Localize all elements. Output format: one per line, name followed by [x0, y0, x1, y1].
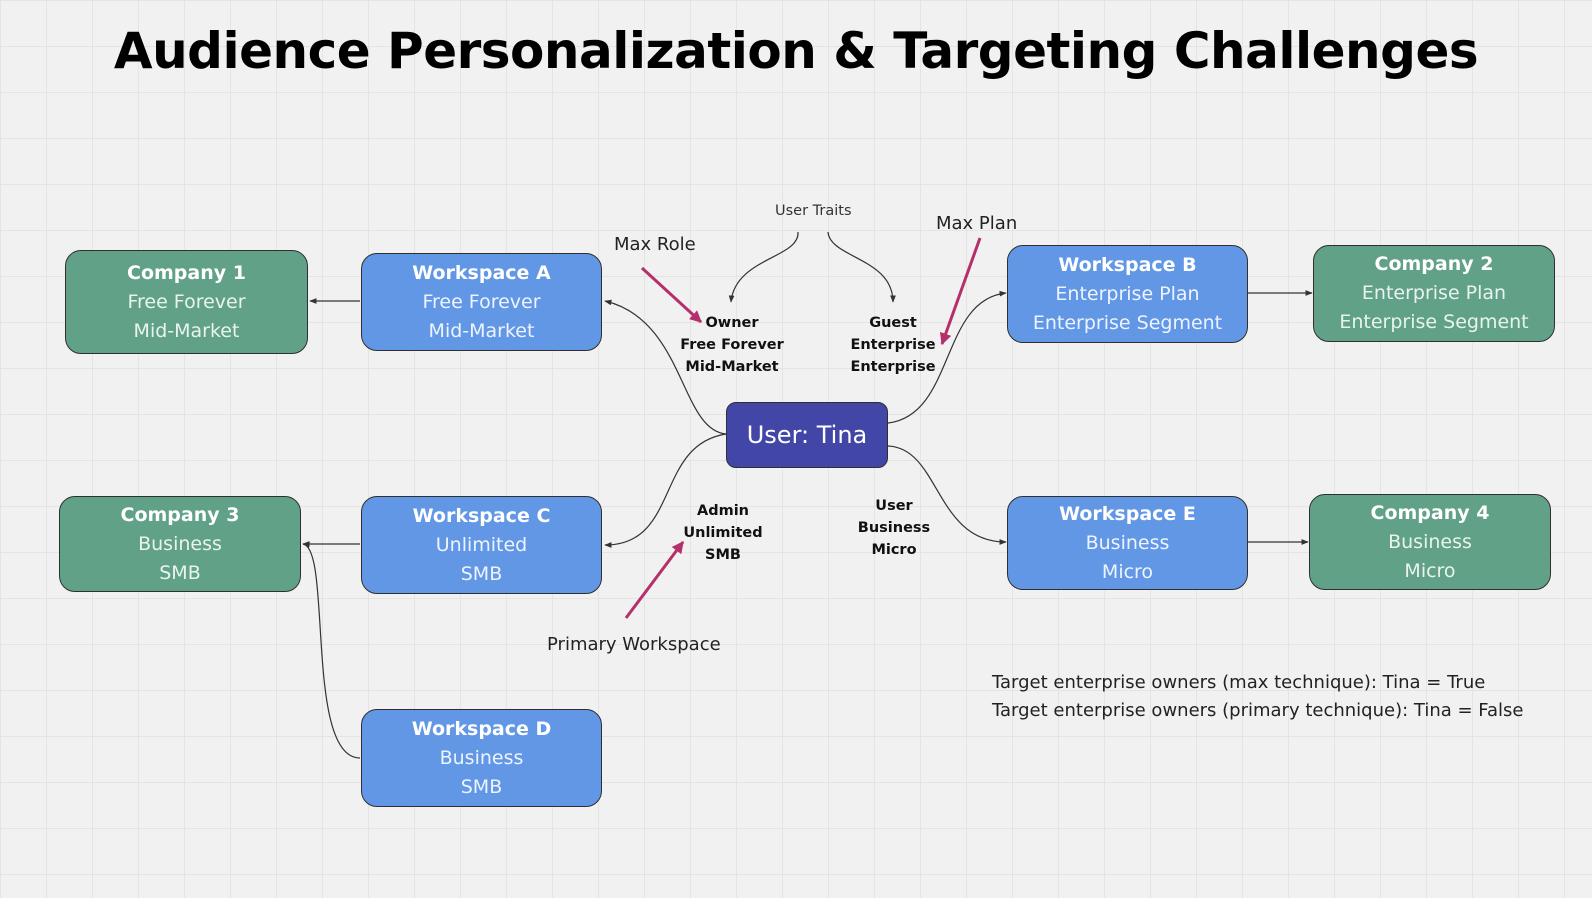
company-3-segment: SMB — [159, 561, 201, 584]
workspace-d-segment: SMB — [460, 775, 503, 798]
page-title: Audience Personalization & Targeting Cha… — [113, 22, 1479, 80]
workspace-a-node: Workspace A Free Forever Mid-Market — [361, 253, 602, 351]
company-4-node: Company 4 Business Micro — [1309, 494, 1551, 590]
connector-workspace-d-company-3 — [302, 542, 361, 759]
max-plan-arrow — [939, 237, 982, 346]
company-2-title: Company 2 — [1374, 253, 1494, 275]
user-node: User: Tina — [726, 402, 888, 468]
max-role-label: Max Role — [614, 234, 696, 255]
traits-arrow-right — [827, 231, 896, 303]
trait-c-role: Admin — [696, 503, 749, 519]
trait-e-role: User — [875, 498, 913, 514]
traits-arrow-left — [728, 231, 799, 303]
workspace-c-segment: SMB — [460, 562, 503, 585]
trait-a-segment: Mid-Market — [685, 359, 779, 375]
max-plan-label: Max Plan — [936, 213, 1018, 234]
trait-b-segment: Enterprise — [850, 359, 936, 375]
connector-user-workspace-c — [604, 433, 727, 548]
workspace-c-node: Workspace C Unlimited SMB — [361, 496, 602, 594]
workspace-d-plan: Business — [439, 746, 524, 769]
workspace-b-plan: Enterprise Plan — [1055, 282, 1200, 305]
company-4-plan: Business — [1388, 530, 1472, 553]
traits-workspace-e: User Business Micro — [844, 495, 944, 561]
workspace-d-title: Workspace D — [411, 717, 552, 740]
workspace-d-node: Workspace D Business SMB — [361, 709, 602, 807]
primary-workspace-label: Primary Workspace — [547, 634, 721, 655]
workspace-e-plan: Business — [1085, 531, 1170, 554]
trait-b-role: Guest — [869, 315, 917, 331]
max-role-arrow — [640, 266, 703, 324]
company-2-segment: Enterprise Segment — [1339, 311, 1529, 333]
company-1-plan: Free Forever — [127, 290, 246, 313]
trait-a-role: Owner — [705, 315, 759, 331]
connector-user-workspace-a — [604, 299, 727, 435]
company-4-segment: Micro — [1404, 559, 1456, 582]
primary-workspace-arrow — [624, 541, 685, 619]
connector-user-workspace-b — [887, 290, 1007, 424]
workspace-b-title: Workspace B — [1058, 253, 1197, 276]
user-traits-header: User Traits — [775, 203, 852, 219]
workspace-a-plan: Free Forever — [422, 290, 541, 313]
workspace-b-node: Workspace B Enterprise Plan Enterprise S… — [1007, 245, 1248, 343]
target-primary-technique: Target enterprise owners (primary techni… — [992, 700, 1524, 721]
target-max-technique: Target enterprise owners (max technique)… — [992, 672, 1486, 693]
workspace-c-title: Workspace C — [412, 504, 551, 527]
company-2-plan: Enterprise Plan — [1361, 282, 1507, 304]
workspace-a-title: Workspace A — [412, 261, 551, 284]
connector-user-workspace-e — [887, 445, 1007, 545]
trait-e-plan: Business — [857, 520, 931, 536]
workspace-e-title: Workspace E — [1059, 502, 1196, 525]
trait-c-plan: Unlimited — [683, 525, 763, 541]
workspace-e-node: Workspace E Business Micro — [1007, 496, 1248, 590]
company-4-title: Company 4 — [1370, 501, 1490, 524]
workspace-a-segment: Mid-Market — [428, 319, 535, 342]
company-2-node: Company 2 Enterprise Plan Enterprise Seg… — [1313, 245, 1555, 342]
traits-workspace-b: Guest Enterprise Enterprise — [843, 312, 943, 378]
company-3-node: Company 3 Business SMB — [59, 496, 301, 592]
traits-workspace-a: Owner Free Forever Mid-Market — [672, 312, 792, 378]
company-1-title: Company 1 — [127, 261, 246, 284]
workspace-b-segment: Enterprise Segment — [1032, 311, 1223, 334]
company-3-title: Company 3 — [120, 503, 240, 526]
workspace-c-plan: Unlimited — [435, 533, 528, 556]
workspace-e-segment: Micro — [1101, 560, 1154, 583]
company-3-plan: Business — [138, 532, 222, 555]
company-1-segment: Mid-Market — [133, 319, 240, 342]
company-1-node: Company 1 Free Forever Mid-Market — [65, 250, 308, 354]
trait-e-segment: Micro — [871, 542, 917, 558]
trait-a-plan: Free Forever — [680, 337, 784, 353]
trait-c-segment: SMB — [705, 547, 741, 563]
trait-b-plan: Enterprise — [850, 337, 936, 353]
traits-workspace-c: Admin Unlimited SMB — [673, 500, 773, 566]
